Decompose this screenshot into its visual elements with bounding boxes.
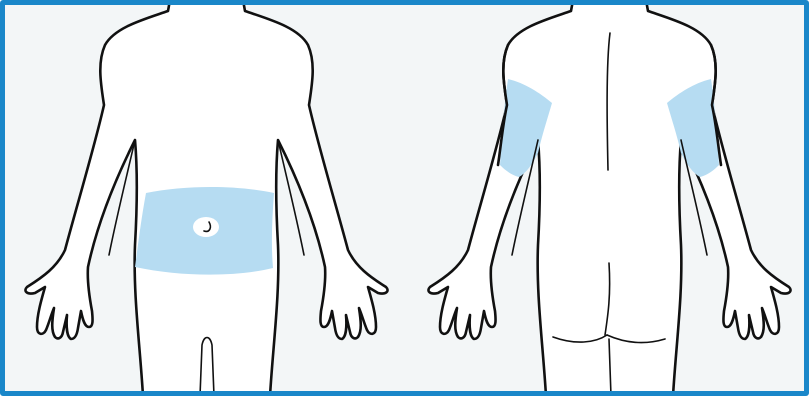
back-body-outline — [428, 5, 790, 391]
body-diagram — [5, 5, 804, 391]
front-body-figure — [25, 5, 387, 391]
back-body-figure — [428, 5, 790, 391]
navel-mark — [193, 217, 219, 237]
